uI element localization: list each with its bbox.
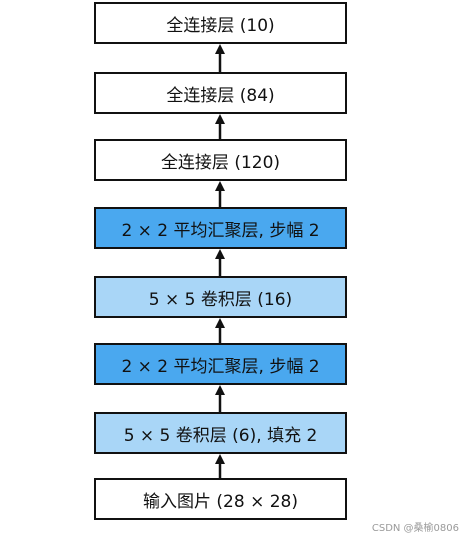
flow-arrow [215, 454, 225, 478]
layer-conv-6: 5 × 5 卷积层 (6), 填充 2 [94, 412, 347, 454]
layer-fc-84: 全连接层 (84) [94, 72, 347, 114]
flow-arrow [215, 181, 225, 207]
flow-arrow [215, 114, 225, 139]
flow-arrow [215, 44, 225, 72]
layer-input-image: 输入图片 (28 × 28) [94, 478, 347, 520]
layer-avgpool-1: 2 × 2 平均汇聚层, 步幅 2 [94, 343, 347, 385]
flow-arrow [215, 249, 225, 276]
layer-fc-10: 全连接层 (10) [94, 2, 347, 44]
flow-arrow [215, 318, 225, 343]
layer-fc-120: 全连接层 (120) [94, 139, 347, 181]
flow-arrow [215, 385, 225, 412]
watermark: CSDN @桑榆0806 [371, 523, 459, 534]
layer-avgpool-2: 2 × 2 平均汇聚层, 步幅 2 [94, 207, 347, 249]
layer-conv-16: 5 × 5 卷积层 (16) [94, 276, 347, 318]
